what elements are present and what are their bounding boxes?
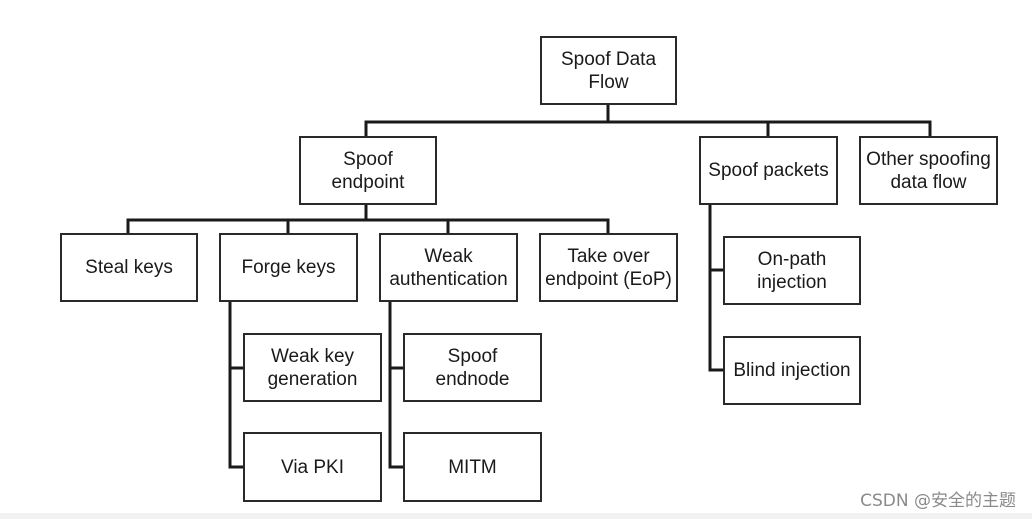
node-spoof-endpoint: Spoof endpoint bbox=[299, 136, 437, 205]
bottom-strip bbox=[0, 513, 1032, 519]
node-other-spoofing-data-flow: Other spoofing data flow bbox=[859, 136, 998, 205]
node-forge-keys: Forge keys bbox=[219, 233, 358, 302]
node-weak-authentication: Weak authentication bbox=[379, 233, 518, 302]
node-via-pki: Via PKI bbox=[243, 432, 382, 502]
node-spoof-packets: Spoof packets bbox=[699, 136, 838, 205]
node-weak-key-generation: Weak key generation bbox=[243, 333, 382, 402]
watermark: CSDN @安全的主题 bbox=[860, 491, 1016, 511]
node-blind-injection: Blind injection bbox=[723, 336, 861, 405]
node-steal-keys: Steal keys bbox=[60, 233, 198, 302]
node-spoof-data-flow: Spoof Data Flow bbox=[540, 36, 677, 105]
node-spoof-endnode: Spoof endnode bbox=[403, 333, 542, 402]
node-on-path-injection: On-path injection bbox=[723, 236, 861, 305]
node-take-over-endpoint: Take over endpoint (EoP) bbox=[539, 233, 678, 302]
node-mitm: MITM bbox=[403, 432, 542, 502]
